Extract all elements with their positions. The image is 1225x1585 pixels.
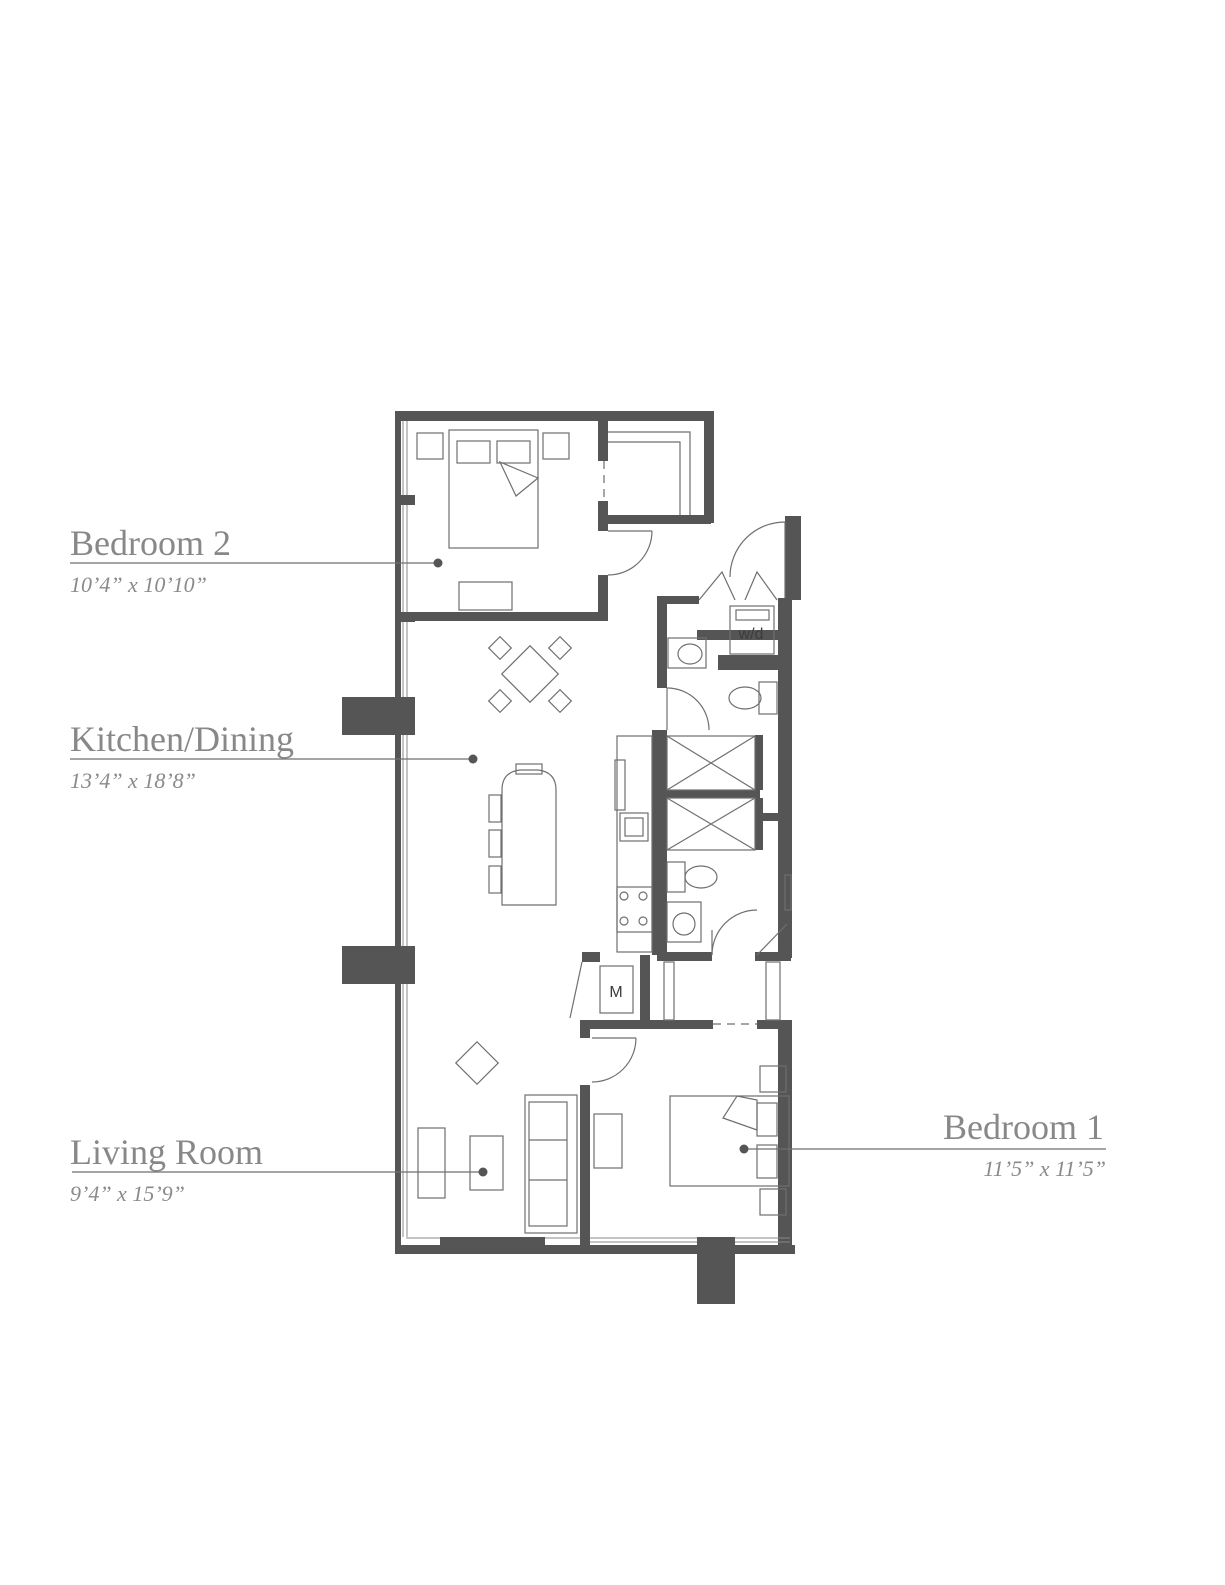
leader-dots (433, 558, 749, 1177)
kitchen-dining-title: Kitchen/Dining (70, 719, 294, 759)
kitchen-island (488, 763, 557, 906)
kitchen-dining-dimensions: 13’4” x 18’8” (70, 768, 196, 793)
exterior-walls (342, 411, 801, 1304)
living-room-title: Living Room (70, 1132, 264, 1172)
kitchen-counter (614, 735, 653, 953)
bedroom1-dimensions: 11’5” x 11’5” (983, 1156, 1106, 1181)
bath2 (666, 797, 792, 943)
window-lines (402, 421, 790, 1243)
dining-table (487, 635, 573, 714)
washer-dryer-label: w/d (738, 626, 764, 643)
living-room-dimensions: 9’4” x 15’9” (70, 1181, 185, 1206)
bedroom2-title: Bedroom 2 (70, 523, 231, 563)
bedroom2-dimensions: 10’4” x 10’10” (70, 572, 207, 597)
mechanical-label: M (609, 984, 622, 1001)
living-furniture (417, 1040, 578, 1234)
mechanical-closet (599, 961, 781, 1021)
leader-lines (70, 562, 1106, 1173)
bedroom2-furniture (416, 429, 691, 611)
laundry-bath1 (666, 605, 778, 791)
bedroom1-title: Bedroom 1 (943, 1107, 1104, 1147)
fixture-labels: w/d M (609, 626, 763, 1001)
bedroom1-furniture (593, 1065, 790, 1216)
doors (569, 461, 788, 1083)
